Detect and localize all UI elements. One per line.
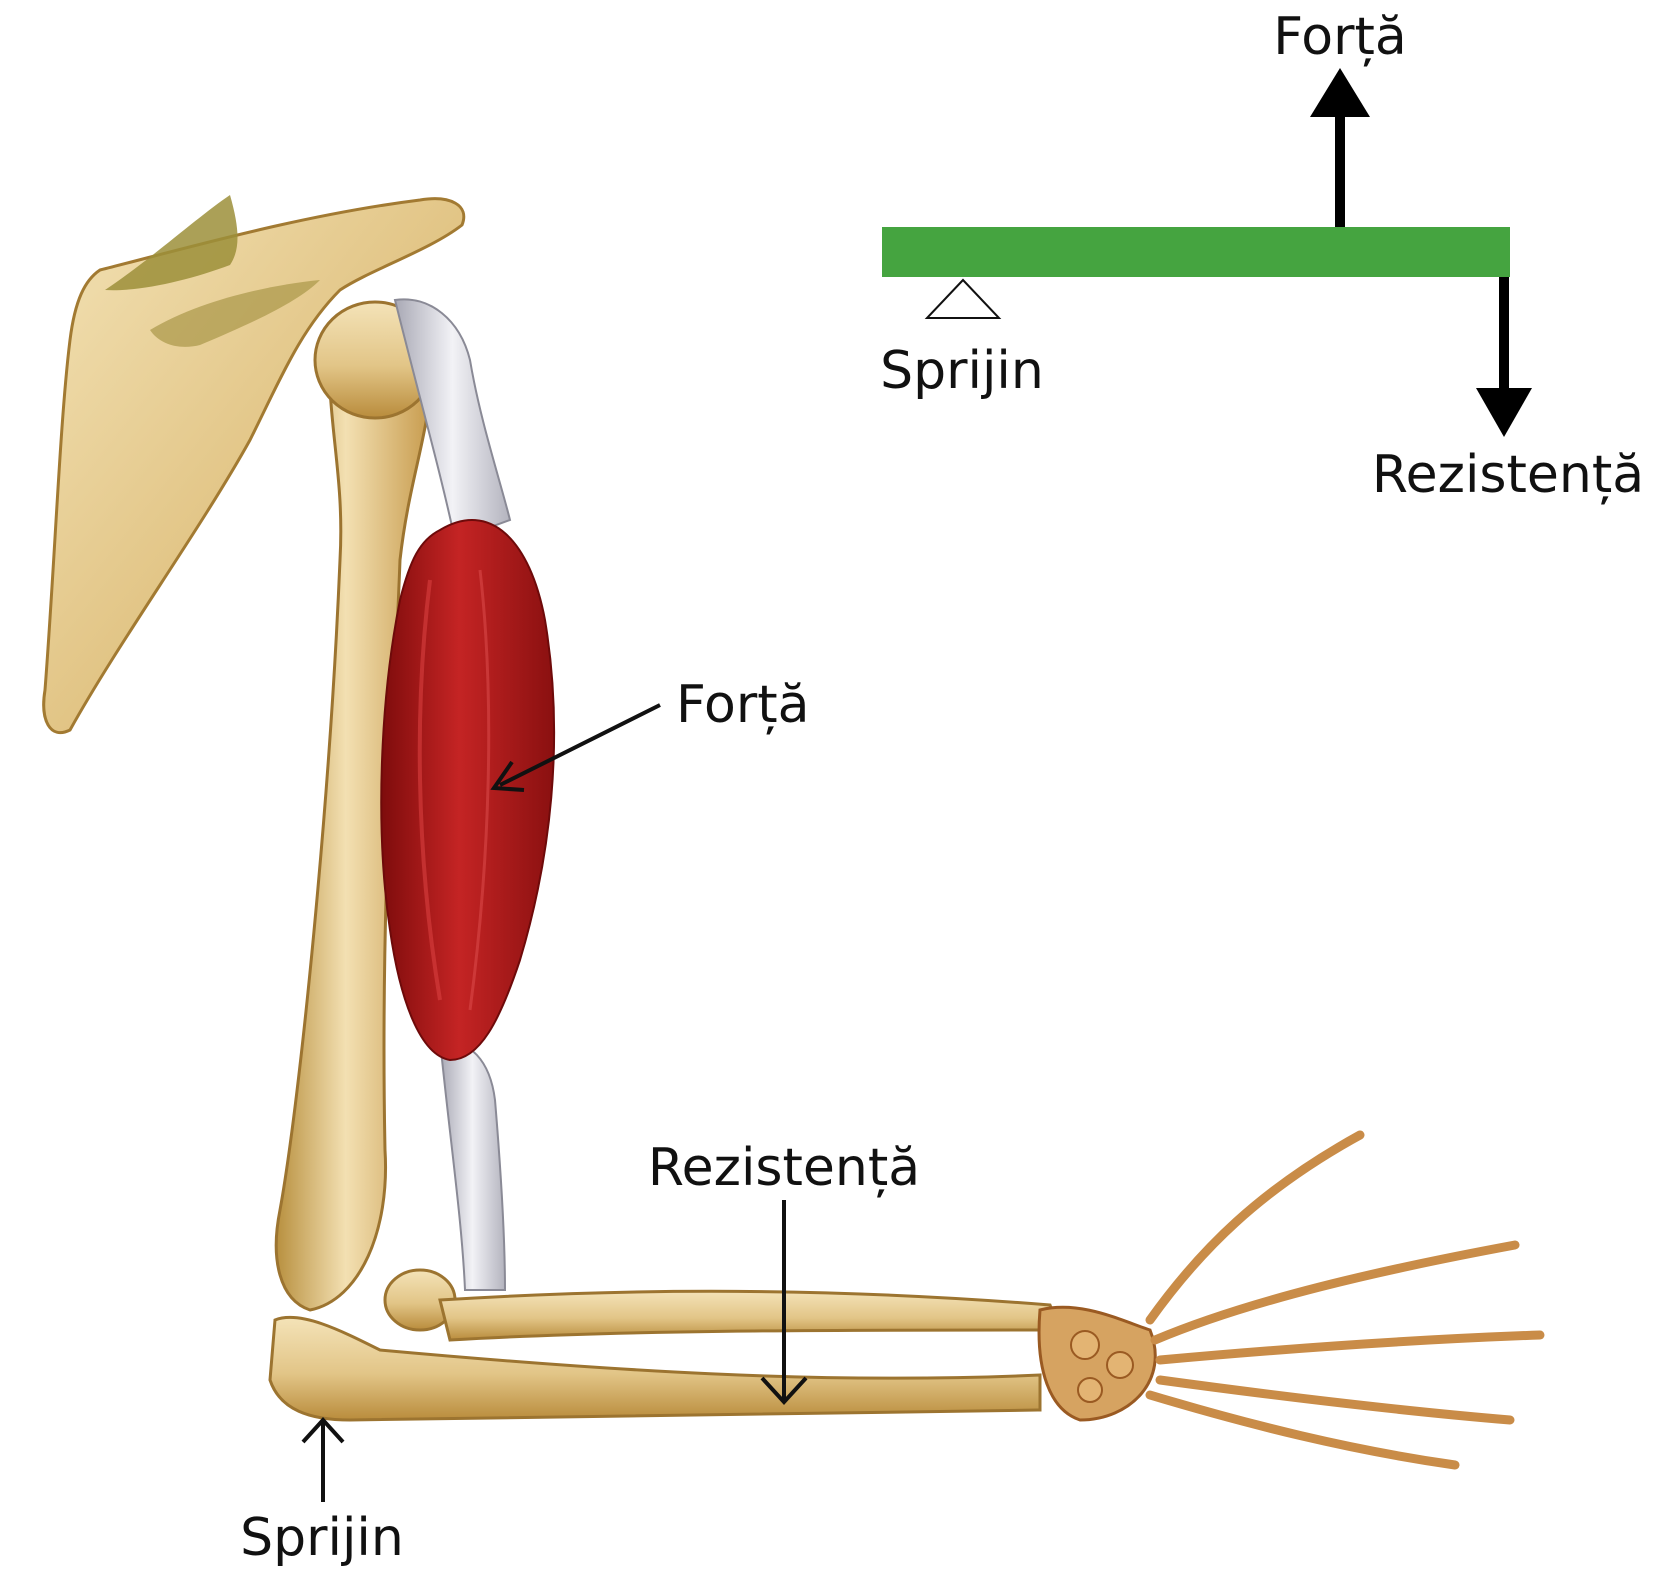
arm-load-label: Rezistență bbox=[648, 1138, 920, 1198]
lower-tendon bbox=[438, 1038, 507, 1291]
arm-fulcrum-label: Sprijin bbox=[240, 1508, 404, 1568]
biceps-muscle bbox=[380, 519, 556, 1062]
load-arrow bbox=[1476, 277, 1532, 437]
lever-effort-label: Forță bbox=[1273, 7, 1407, 67]
lever-load-label: Rezistență bbox=[1372, 445, 1644, 505]
upper-tendon bbox=[393, 298, 512, 542]
lever-beam bbox=[882, 227, 1510, 277]
fulcrum-triangle bbox=[924, 278, 1002, 319]
radius-bone bbox=[438, 1289, 1063, 1342]
arm-illustration: Forță Rezistență Sprijin bbox=[42, 195, 1545, 1568]
humerus bbox=[274, 308, 433, 1312]
forearm-load-pointer bbox=[760, 1200, 808, 1405]
muscle-effort-pointer bbox=[490, 703, 661, 792]
ulna-bone bbox=[268, 1315, 1042, 1422]
clavicle-area bbox=[105, 195, 238, 291]
arm-effort-label: Forță bbox=[676, 675, 810, 735]
lever-fulcrum-label: Sprijin bbox=[880, 341, 1044, 401]
elbow-fulcrum-pointer bbox=[301, 1417, 345, 1502]
effort-arrow bbox=[1310, 68, 1370, 227]
hand-bones bbox=[1037, 1130, 1545, 1470]
lever-diagram: Sprijin Forță Rezistență bbox=[880, 7, 1644, 505]
scapula bbox=[42, 197, 466, 734]
